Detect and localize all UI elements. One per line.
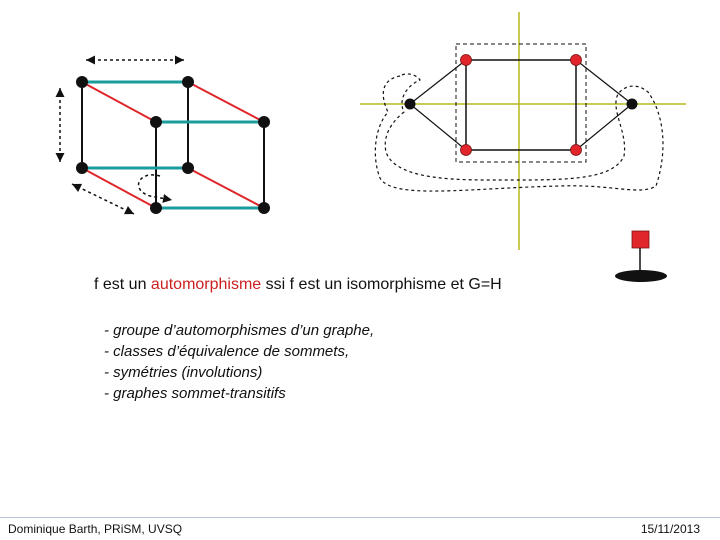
cube-graph	[76, 76, 270, 214]
symmetry-arrows	[55, 55, 184, 215]
cycle-edge	[409, 103, 467, 151]
automorphism-figure	[55, 12, 686, 282]
cube-vertex	[182, 162, 194, 174]
black-disc-icon	[615, 270, 667, 282]
topic-item: - groupe d’automorphismes d’un graphe,	[104, 322, 375, 339]
dashed-contour	[374, 73, 664, 192]
cycle-square	[465, 59, 577, 151]
diagonal-symmetry-arrow	[71, 183, 135, 215]
automorphism-term: automorphisme	[150, 276, 262, 293]
topic-item: - symétries (involutions)	[104, 364, 263, 381]
cycle-vertex-red	[570, 144, 582, 156]
cycle-vertex-black	[404, 98, 416, 110]
cycle-vertex-black	[626, 98, 638, 110]
definition-after: ssi f est un isomorphisme et G=H	[261, 276, 502, 293]
cube-edge-red	[81, 167, 157, 209]
selection-box	[455, 43, 587, 163]
cycle-edge	[575, 103, 633, 151]
cube-edge-red	[81, 81, 157, 123]
footer-divider	[0, 517, 720, 518]
cube-edge-red	[187, 167, 265, 209]
vertex-legend	[615, 230, 667, 282]
topics-list: - groupe d’automorphismes d’un graphe, -…	[104, 320, 374, 404]
rotation-arrow	[137, 174, 173, 203]
cube-edge-red	[187, 81, 265, 123]
red-square-icon	[631, 230, 650, 249]
automorphism-definition: f est un automorphisme ssi f est un isom…	[94, 276, 502, 294]
cube-vertex	[258, 202, 270, 214]
cycle-vertex-red	[460, 54, 472, 66]
definition-before: f est un	[94, 276, 151, 293]
topic-item: - graphes sommet-transitifs	[104, 385, 286, 402]
footer-author: Dominique Barth, PRiSM, UVSQ	[8, 522, 183, 536]
cycle-vertex-red	[570, 54, 582, 66]
cube-vertex	[258, 116, 270, 128]
topic-item: - classes d’équivalence de sommets,	[104, 343, 350, 360]
footer-date: 15/11/2013	[640, 522, 700, 536]
cycle-vertex-red	[460, 144, 472, 156]
cube-vertex	[182, 76, 194, 88]
cycle-edge	[409, 59, 467, 105]
cycle-graph	[360, 12, 686, 250]
cube-vertex	[76, 162, 88, 174]
cycle-edge	[575, 59, 633, 105]
cube-vertex	[150, 116, 162, 128]
cube-vertex	[150, 202, 162, 214]
cube-vertex	[76, 76, 88, 88]
